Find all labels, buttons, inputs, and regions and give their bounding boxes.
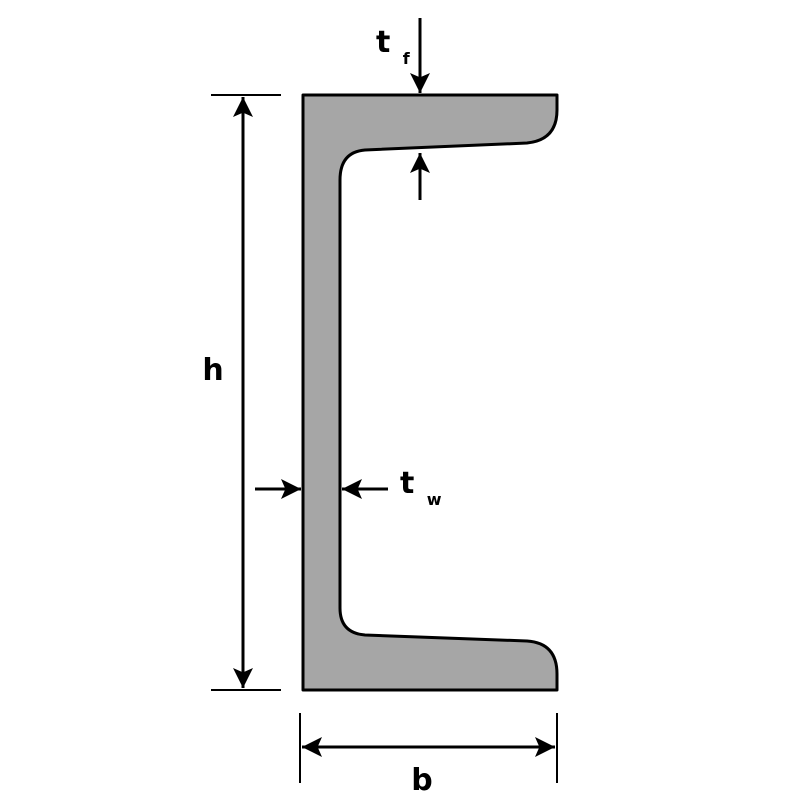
flange-thickness-label-subscript: f [403,49,411,68]
web-thickness-label-main: t [400,466,414,501]
web-thickness-label: t w [400,466,442,509]
flange-thickness-dimension: t f [376,18,430,200]
height-label: h [202,353,223,388]
width-dimension: b [299,713,558,798]
flange-thickness-label-main: t [376,25,390,60]
web-thickness-label-subscript: w [427,490,442,509]
web-thickness-dimension: t w [255,466,442,509]
flange-thickness-label: t f [376,25,411,68]
width-label: b [411,763,432,798]
channel-section-shape [301,93,559,692]
height-dimension: h [202,94,281,691]
